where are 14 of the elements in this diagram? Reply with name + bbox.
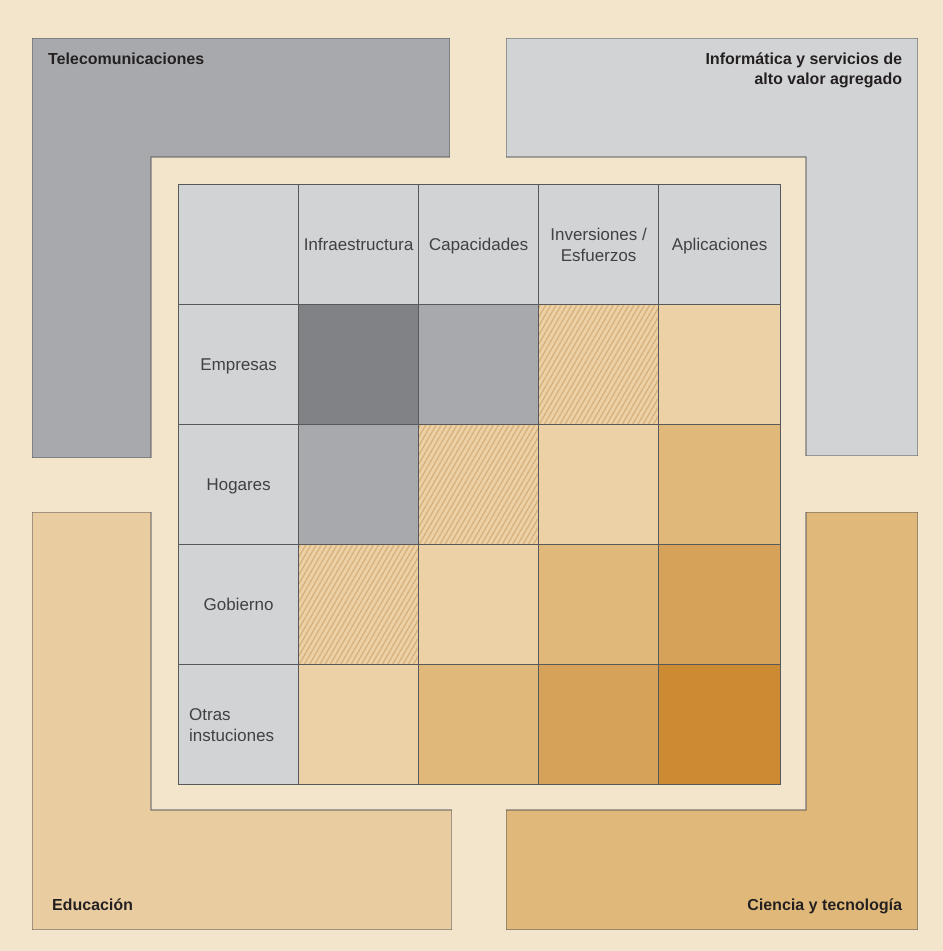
row-header: Hogares (178, 424, 299, 545)
row-header: Gobierno (178, 544, 299, 665)
column-header: Inversiones / Esfuerzos (538, 184, 659, 305)
band-title: Educación (52, 896, 134, 916)
l-shaped-band (506, 512, 918, 930)
column-header: Capacidades (418, 184, 539, 305)
band-title: Informática y servicios de alto valor agregado (704, 50, 902, 90)
band-title: Ciencia y tecnología (746, 896, 902, 916)
l-shaped-band (32, 512, 452, 930)
column-header: Aplicaciones (658, 184, 781, 305)
row-header: Empresas (178, 304, 299, 425)
column-header: Infraestructura (298, 184, 419, 305)
band-title: Telecomunicaciones (48, 50, 206, 70)
row-header: Otras instuciones (178, 664, 299, 785)
